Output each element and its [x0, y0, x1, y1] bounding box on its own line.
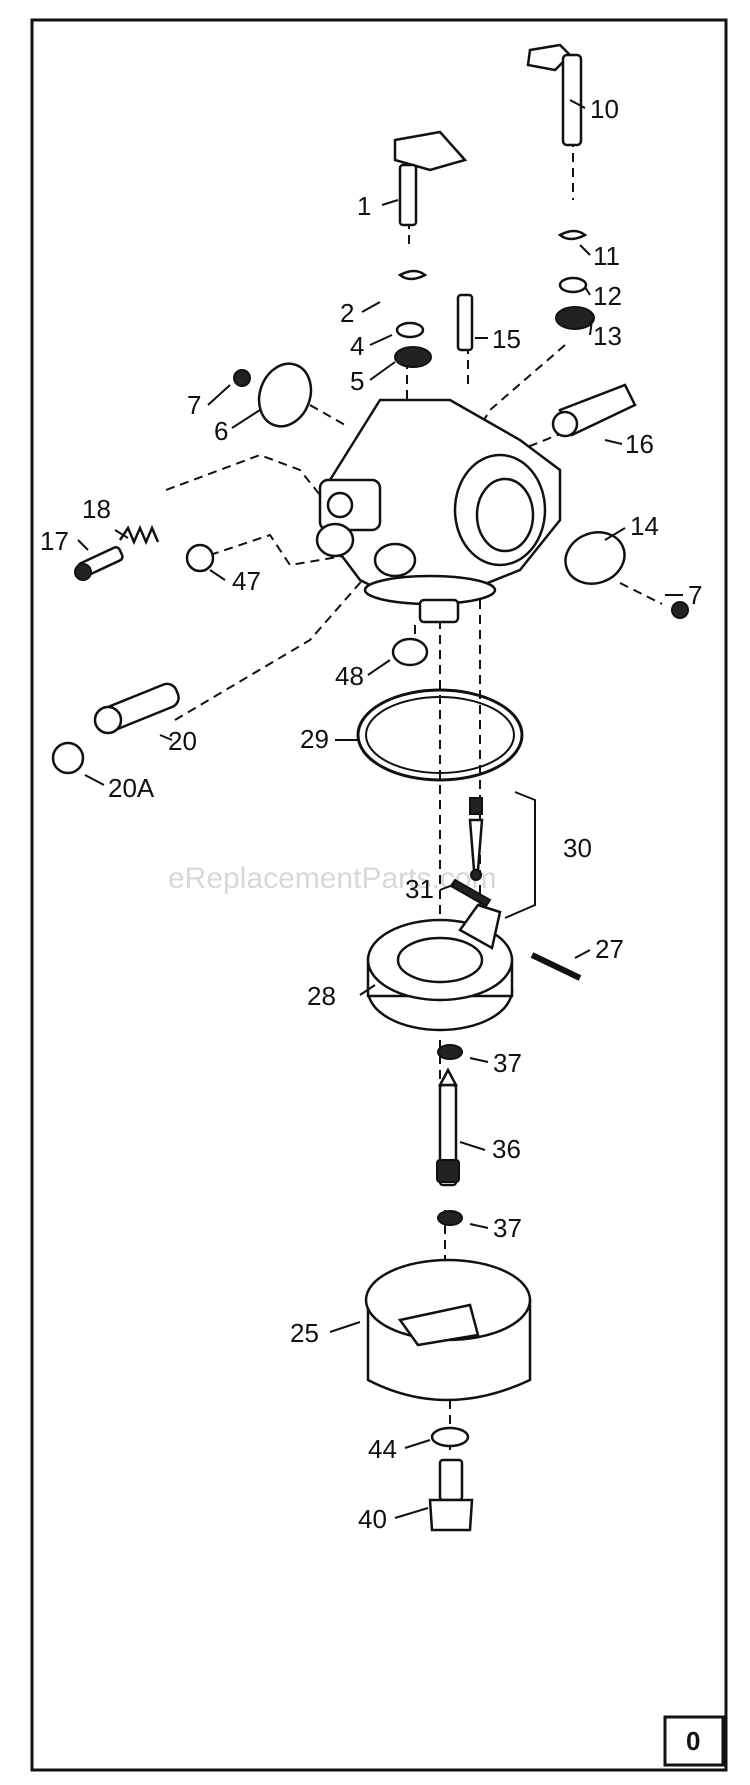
callout-14: 14 [630, 511, 659, 541]
callout-44: 44 [368, 1434, 397, 1464]
washer-part [395, 321, 425, 339]
callout-bracket-30 [504, 791, 536, 919]
callout-40: 40 [358, 1504, 387, 1534]
callout-37-lower: 37 [493, 1213, 522, 1243]
carburetor-body-part [315, 398, 562, 624]
choke-spring-part [557, 229, 588, 241]
page-number: 0 [686, 1726, 700, 1756]
fuel-inlet-part [551, 383, 637, 438]
callout-31: 31 [405, 874, 434, 904]
idle-screw-part [74, 546, 124, 581]
callout-37-top: 37 [493, 1048, 522, 1078]
stud-part [456, 293, 474, 352]
callout-16: 16 [625, 429, 654, 459]
choke-washer-part [558, 276, 588, 294]
callout-25: 25 [290, 1318, 319, 1348]
bowl-gasket-part [356, 688, 524, 782]
callout-11: 11 [593, 241, 620, 271]
callout-2: 2 [340, 298, 354, 328]
inlet-needle-part [468, 797, 484, 881]
callout-27: 27 [595, 934, 624, 964]
callout-12: 12 [593, 281, 622, 311]
callout-28: 28 [307, 981, 336, 1011]
welch-plug-part [185, 543, 215, 573]
callout-7-right: 7 [688, 580, 702, 610]
seal-part [394, 346, 432, 368]
callout-47: 47 [232, 566, 261, 596]
callout-1: 1 [357, 191, 371, 221]
callout-10: 10 [590, 94, 619, 124]
page-number-box: 0 [663, 1715, 725, 1767]
main-jet-needle-part [93, 682, 180, 735]
plug-part [391, 637, 429, 667]
choke-plate-part [564, 531, 626, 585]
callout-6: 6 [214, 416, 228, 446]
main-nozzle-part [436, 1067, 460, 1187]
float-pin-part [530, 952, 582, 981]
callout-7-left: 7 [187, 390, 201, 420]
callout-5: 5 [350, 366, 364, 396]
callout-labels: 1 2 4 5 6 7 7 10 11 12 13 14 15 16 17 18… [40, 94, 702, 1534]
choke-shaft-part [526, 43, 583, 147]
callout-13: 13 [593, 321, 622, 351]
leader-lines [77, 99, 683, 1519]
callout-15: 15 [492, 324, 521, 354]
idle-spring-part [118, 524, 160, 546]
callout-4: 4 [350, 331, 364, 361]
watermark: eReplacementParts.com [168, 862, 496, 895]
float-bowl-part [364, 1258, 532, 1402]
throttle-plate-part [257, 362, 313, 428]
callout-20: 20 [168, 726, 197, 756]
bowl-nut-part [428, 1458, 474, 1532]
callout-29: 29 [300, 724, 329, 754]
callout-30: 30 [563, 833, 592, 863]
throttle-spring-part [397, 269, 428, 281]
throttle-shaft-part [393, 130, 468, 227]
choke-seal-part [555, 306, 595, 330]
screw-part [233, 369, 251, 387]
bowl-washer-part [430, 1426, 470, 1448]
diagram-border [30, 18, 728, 1772]
callout-18: 18 [82, 494, 111, 524]
float-part [366, 903, 514, 1032]
callout-17: 17 [40, 526, 69, 556]
gasket-lower-part [437, 1210, 463, 1226]
callout-48: 48 [335, 661, 364, 691]
gasket-top-part [437, 1044, 463, 1060]
cap-part [51, 741, 85, 775]
callout-20A: 20A [108, 773, 155, 803]
callout-36: 36 [492, 1134, 521, 1164]
screw-right-part [671, 601, 689, 619]
